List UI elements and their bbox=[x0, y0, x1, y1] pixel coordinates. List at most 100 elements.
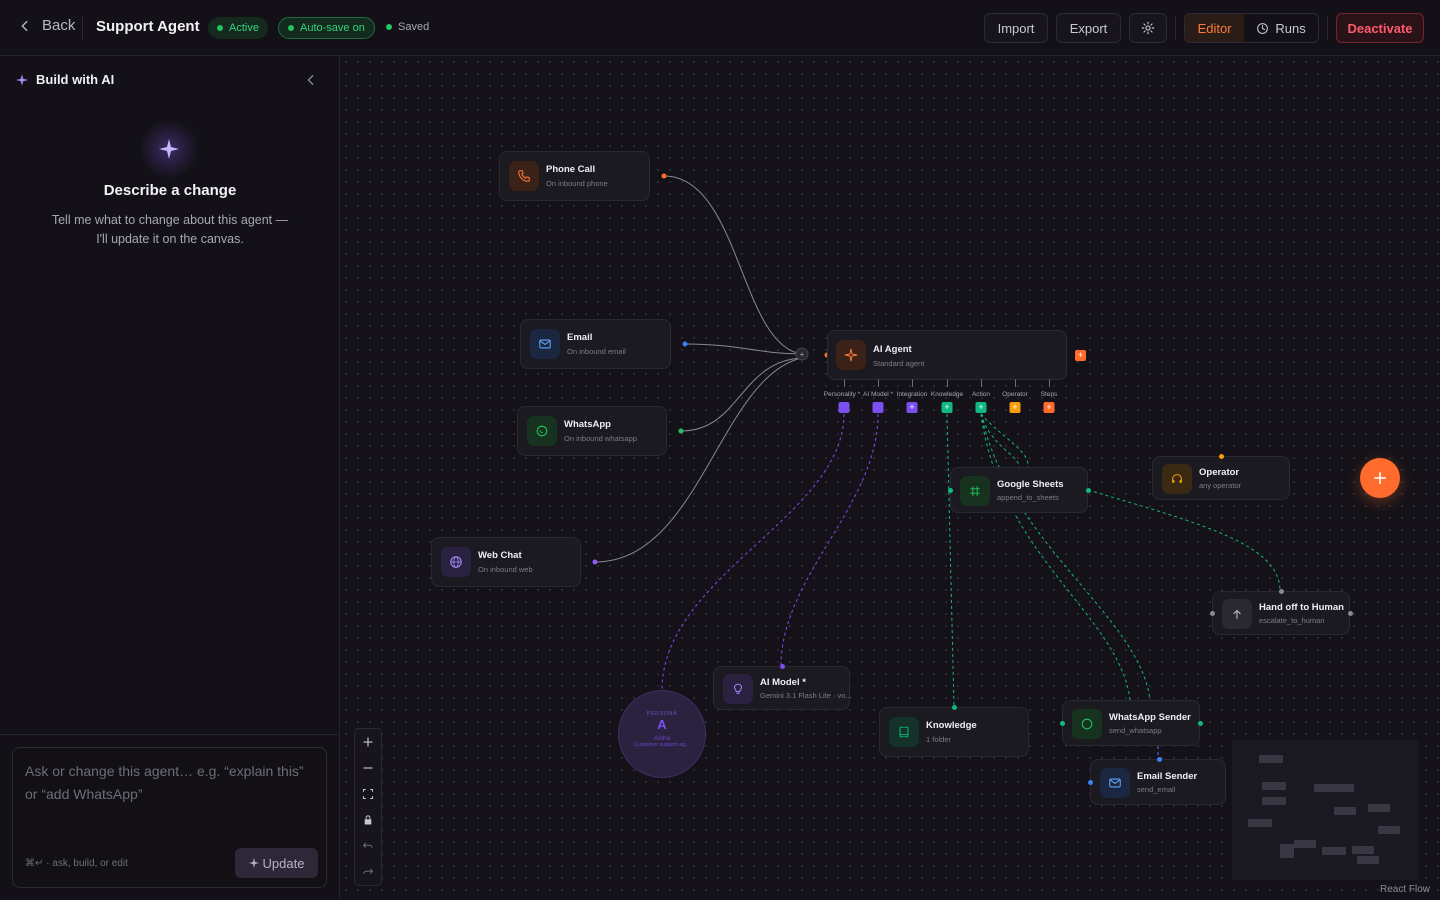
sparkle-illustration bbox=[140, 120, 198, 178]
node-subtitle: On inbound phone bbox=[546, 179, 608, 188]
minimap-node bbox=[1262, 797, 1286, 805]
divider bbox=[0, 734, 340, 735]
edge-webchat-agent bbox=[594, 357, 803, 563]
minimap-node bbox=[1280, 844, 1294, 858]
fit-view-button[interactable] bbox=[355, 781, 381, 807]
redo-button[interactable] bbox=[355, 859, 381, 885]
react-flow-attribution[interactable]: React Flow bbox=[1380, 884, 1431, 895]
handle bbox=[1086, 488, 1091, 493]
slot-label-action: Action bbox=[971, 391, 991, 398]
node-subtitle: Gemini 3.1 Flash Lite · vo... bbox=[760, 691, 852, 700]
minimap-node bbox=[1378, 826, 1400, 834]
undo-button[interactable] bbox=[355, 833, 381, 859]
zoom-out-button[interactable] bbox=[355, 755, 381, 781]
node-ai-model[interactable]: AI Model * Gemini 3.1 Flash Lite · vo... bbox=[713, 664, 852, 710]
export-button[interactable]: Export bbox=[1056, 13, 1121, 43]
slot-label-operator: Operator bbox=[1002, 391, 1028, 398]
slot-ai-model-button[interactable] bbox=[872, 402, 884, 413]
divider bbox=[82, 16, 83, 40]
handle bbox=[1279, 589, 1284, 594]
node-subtitle: 1 folder bbox=[926, 735, 952, 744]
handle bbox=[1210, 611, 1215, 616]
autosave-dot bbox=[288, 25, 294, 31]
minimap-node bbox=[1352, 846, 1374, 854]
tab-runs[interactable]: Runs bbox=[1244, 14, 1318, 42]
undo-icon bbox=[362, 842, 373, 848]
slot-action-add-button[interactable]: + bbox=[975, 402, 987, 413]
import-button[interactable]: Import bbox=[984, 13, 1048, 43]
handle bbox=[1219, 454, 1224, 459]
globe-icon bbox=[441, 547, 471, 577]
node-email[interactable]: Email On inbound email bbox=[520, 319, 671, 369]
escalate-icon bbox=[1222, 599, 1252, 629]
whatsapp-icon bbox=[527, 416, 557, 446]
node-title: Phone Call bbox=[546, 164, 596, 175]
divider bbox=[1327, 16, 1328, 40]
settings-button[interactable] bbox=[1129, 13, 1167, 43]
node-email-sender[interactable]: Email Sender send_email bbox=[1088, 757, 1226, 805]
clock-icon bbox=[1257, 22, 1269, 34]
node-web-chat[interactable]: Web Chat On inbound web bbox=[431, 537, 581, 587]
edge-phone-agent bbox=[663, 175, 803, 355]
handle bbox=[1198, 721, 1203, 726]
plus-icon bbox=[1373, 471, 1387, 485]
node-phone-call[interactable]: Phone Call On inbound phone bbox=[499, 151, 650, 201]
node-persona[interactable]: PERSONA A Aisha Customer support ag... bbox=[618, 690, 706, 778]
mail-icon bbox=[1100, 768, 1130, 798]
sparkle-icon bbox=[836, 340, 866, 370]
node-title: Operator bbox=[1199, 467, 1240, 478]
slot-label-knowledge: Knowledge bbox=[930, 391, 964, 398]
handle bbox=[948, 488, 953, 493]
slot-personality-button[interactable] bbox=[838, 402, 850, 413]
deactivate-button[interactable]: Deactivate bbox=[1336, 13, 1424, 43]
autosave-toggle[interactable]: Auto-save on bbox=[278, 17, 375, 39]
tab-editor[interactable]: Editor bbox=[1185, 14, 1245, 42]
minus-icon bbox=[363, 767, 373, 769]
node-subtitle: Standard agent bbox=[873, 359, 925, 368]
divider bbox=[1175, 16, 1176, 40]
agent-add-output-button[interactable]: + bbox=[1075, 350, 1086, 361]
minimap[interactable] bbox=[1232, 740, 1418, 880]
node-google-sheets[interactable]: Google Sheets append_to_sheets bbox=[948, 467, 1091, 513]
minimap-node bbox=[1322, 847, 1346, 855]
back-button[interactable]: Back bbox=[18, 17, 75, 34]
node-operator[interactable]: Operator any operator bbox=[1152, 454, 1290, 500]
node-whatsapp[interactable]: WhatsApp On inbound whatsapp bbox=[517, 406, 667, 456]
edge-action-wa bbox=[980, 413, 1131, 701]
gear-icon bbox=[1141, 21, 1155, 35]
persona-name: Aisha bbox=[653, 735, 671, 742]
node-ai-agent[interactable]: AI Agent Standard agent bbox=[827, 330, 1067, 380]
lock-button[interactable] bbox=[355, 807, 381, 833]
slot-label-ai-model: AI Model * bbox=[863, 391, 893, 398]
sheets-icon bbox=[960, 476, 990, 506]
minimap-node bbox=[1357, 856, 1379, 864]
slot-operator-add-button[interactable]: + bbox=[1009, 402, 1021, 413]
add-node-button[interactable] bbox=[1360, 458, 1400, 498]
node-title: WhatsApp Sender bbox=[1109, 712, 1191, 723]
node-knowledge[interactable]: Knowledge 1 folder bbox=[879, 705, 1029, 757]
edge-sheets-handoff bbox=[1087, 489, 1281, 592]
status-dot bbox=[217, 25, 223, 31]
lock-icon bbox=[364, 815, 372, 825]
redo-icon bbox=[363, 868, 374, 874]
update-button[interactable]: Update bbox=[235, 848, 318, 878]
collapse-panel-icon[interactable] bbox=[304, 73, 318, 87]
node-title: Email Sender bbox=[1137, 771, 1198, 782]
prompt-input[interactable] bbox=[25, 760, 315, 840]
headset-icon bbox=[1162, 464, 1192, 494]
node-subtitle: escalate_to_human bbox=[1259, 616, 1325, 625]
handle bbox=[1088, 780, 1093, 785]
node-hand-off-to-human[interactable]: Hand off to Human escalate_to_human bbox=[1210, 589, 1353, 635]
node-whatsapp-sender[interactable]: WhatsApp Sender send_whatsapp bbox=[1060, 700, 1203, 746]
slot-integration-add-button[interactable]: + bbox=[906, 402, 918, 413]
zoom-in-button[interactable] bbox=[355, 729, 381, 755]
plus-icon bbox=[363, 737, 373, 747]
node-title: WhatsApp bbox=[564, 419, 611, 430]
panel-title: Build with AI bbox=[36, 72, 115, 87]
sparkle-icon bbox=[16, 73, 28, 86]
flow-canvas[interactable]: + Phone Call On inbound phone Email On i… bbox=[340, 56, 1440, 900]
slot-steps-add-button[interactable]: + bbox=[1043, 402, 1055, 413]
slot-knowledge-add-button[interactable]: + bbox=[941, 402, 953, 413]
node-title: AI Model * bbox=[760, 677, 806, 688]
edge-email-agent bbox=[684, 343, 803, 355]
